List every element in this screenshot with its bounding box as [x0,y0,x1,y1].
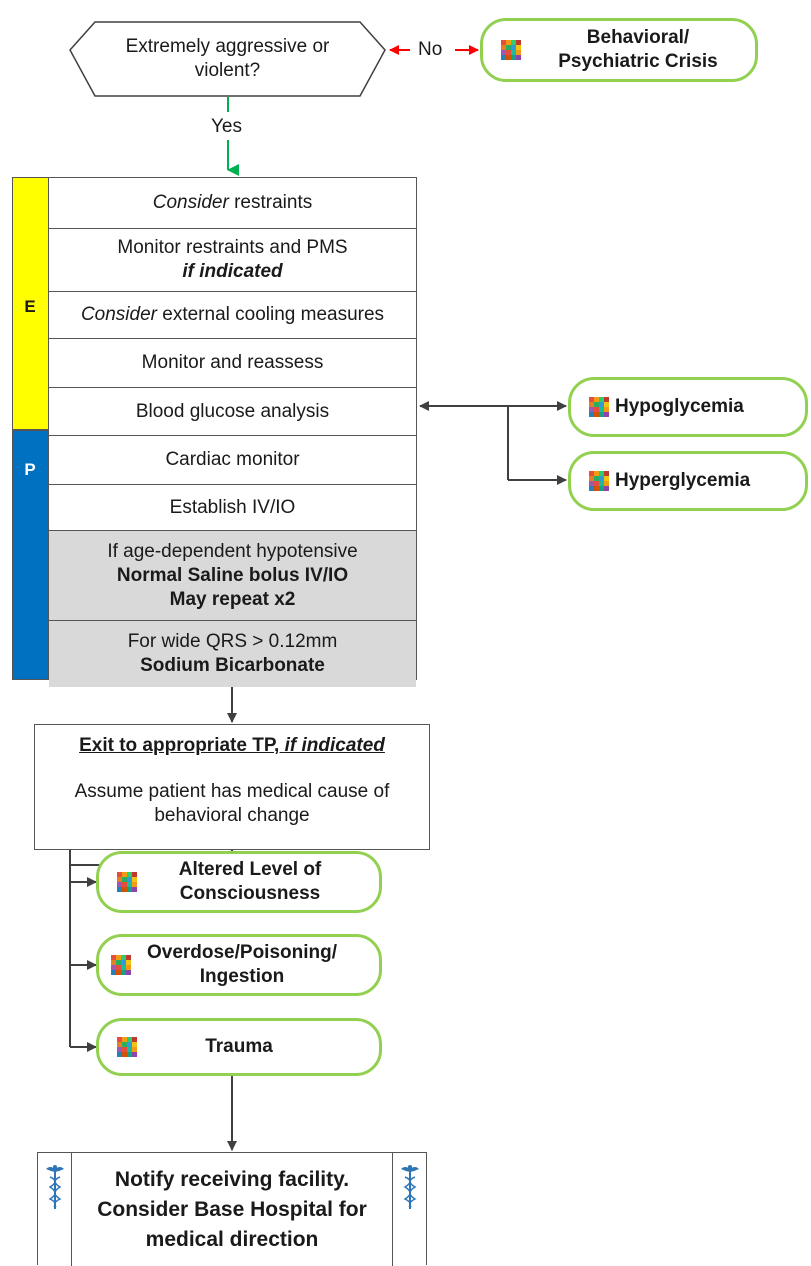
step-cooling: Consider external cooling measures [49,292,416,339]
step-iv: Establish IV/IO [49,485,416,531]
ref-trauma[interactable]: Trauma [96,1018,382,1076]
step-glucose: Blood glucose analysis [49,388,416,436]
treatment-table: Consider restraints Monitor restraints a… [48,177,417,687]
exit-box: Exit to appropriate TP, if indicated Ass… [34,724,430,850]
protocol-grid-icon [117,872,137,892]
ref-label: Hypoglycemia [615,396,744,417]
yes-label: Yes [211,116,242,137]
ref-label: Trauma [205,1036,273,1057]
ref-label: Hyperglycemia [615,470,751,491]
step-monitor-restraints: Monitor restraints and PMS if indicated [49,229,416,292]
ref-label: Altered Level of Consciousness [178,859,322,904]
notify-box: Notify receiving facility. Consider Base… [37,1152,427,1266]
ref-hypoglycemia[interactable]: Hypoglycemia [568,377,808,437]
ref-hyperglycemia[interactable]: Hyperglycemia [568,451,808,511]
protocol-grid-icon [501,40,521,60]
no-label: No [418,39,443,60]
protocol-grid-icon [589,397,609,417]
ref-behavioral-crisis[interactable]: Behavioral/ Psychiatric Crisis [480,18,758,82]
caduceus-icon [392,1153,426,1266]
caduceus-icon [38,1153,72,1266]
decision-question: Extremely aggressive or violent? [125,36,330,81]
decision-shape [69,21,386,97]
protocol-grid-icon [589,471,609,491]
ref-label: Overdose/Poisoning/ Ingestion [146,942,338,987]
section-p-letter: P [24,460,36,479]
notify-text: Notify receiving facility. Consider Base… [97,1167,367,1251]
step-qrs: For wide QRS > 0.12mm Sodium Bicarbonate [49,621,416,687]
step-consider-restraints: Consider restraints [49,178,416,229]
exit-title: Exit to appropriate TP, if indicated [79,735,385,756]
protocol-grid-icon [117,1037,137,1057]
exit-body: Assume patient has medical cause of beha… [74,781,390,826]
ref-altered-consciousness[interactable]: Altered Level of Consciousness [96,851,382,913]
step-hypotensive: If age-dependent hypotensive Normal Sali… [49,531,416,621]
ref-label: Behavioral/ Psychiatric Crisis [558,27,718,72]
section-e-bar [12,177,48,430]
ref-overdose[interactable]: Overdose/Poisoning/ Ingestion [96,934,382,996]
protocol-grid-icon [111,955,131,975]
section-e-letter: E [24,297,36,316]
step-monitor-reassess: Monitor and reassess [49,339,416,388]
step-cardiac: Cardiac monitor [49,436,416,485]
section-p-bar [12,430,48,680]
